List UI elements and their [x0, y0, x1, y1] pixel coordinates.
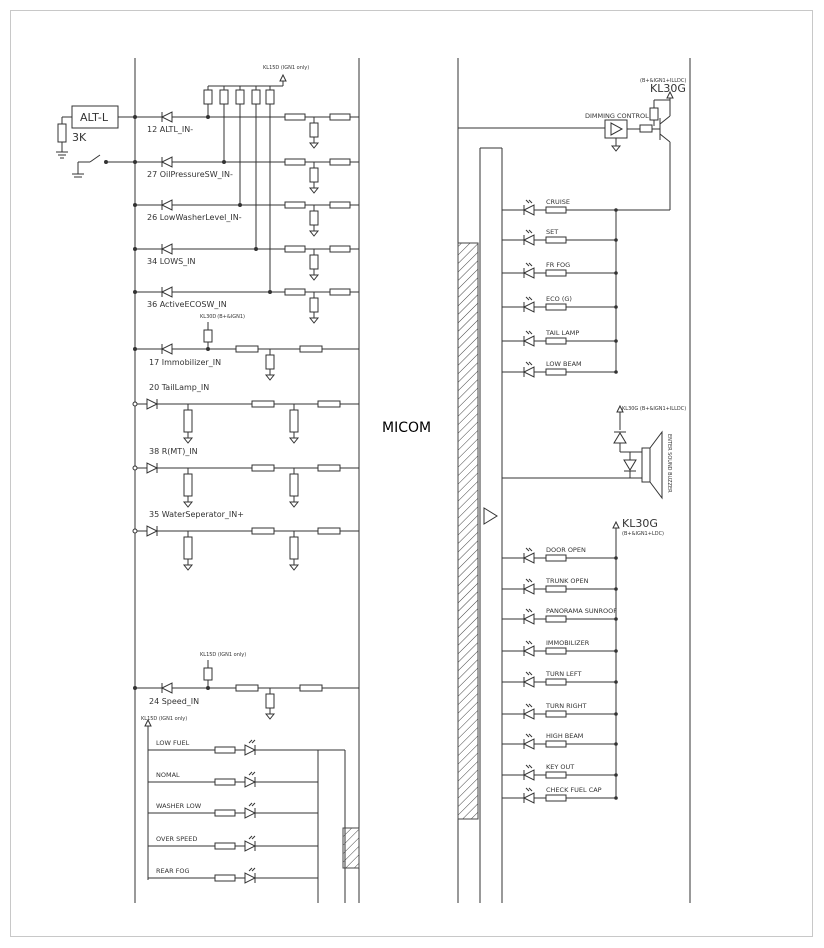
led-label: HIGH BEAM	[546, 732, 583, 740]
input-label-lows: 34 LOWS_IN	[147, 257, 196, 266]
right-bottom-leds: DOOR OPEN TRUNK OPEN PANORAMA SUNROOF IMMOB…	[502, 546, 617, 803]
input-row-oil: 27 OilPressureSW_IN-	[134, 157, 360, 193]
diagram-frame	[10, 10, 813, 937]
alt-l-label: ALT-L	[80, 111, 109, 124]
led-label: WASHER LOW	[156, 802, 202, 810]
led-row: NOMAL	[148, 771, 318, 787]
kl30d-label: KL30D(B+&IGN1)	[200, 314, 245, 320]
led-row: FR FOG	[502, 261, 617, 278]
input-row-immob: 17 Immobilizer_IN	[134, 344, 360, 380]
lower-input-rows: 20 TailLamp_IN 38 R(MT)_IN 35 WaterSeperat…	[133, 383, 359, 570]
resistor-3k-label: 3K	[72, 131, 87, 144]
led-row: TRUNK OPEN	[502, 577, 617, 594]
input-row-eco: 36 ActiveECOSW_IN	[134, 287, 360, 323]
led-row: PANORAMA SUNROOF	[502, 607, 617, 624]
kl30g-top-note: (B+&IGN1+ILLDC)	[640, 78, 686, 84]
kl15d-mid-label: KL15D (IGN1 only)	[200, 652, 246, 658]
led-row: SET	[502, 228, 617, 245]
led-row: CRUISE	[502, 198, 617, 215]
upper-input-rows: 12 ALTL_IN- 27 OilPressureSW_IN- 26 LowWas…	[134, 112, 360, 719]
led-row: LOW FUEL	[148, 739, 318, 755]
buzzer-circuit	[502, 406, 662, 498]
led-label: LOW BEAM	[546, 360, 582, 368]
oil-switch	[72, 155, 135, 177]
led-label: DOOR OPEN	[546, 546, 586, 554]
led-label: TURN RIGHT	[545, 702, 587, 710]
input-row-speed: 24 Speed_IN	[134, 683, 360, 719]
led-row: TAIL LAMP	[502, 329, 617, 346]
input-label-rmt: 38 R(MT)_IN	[149, 447, 198, 456]
kl15d-top-supply	[204, 75, 286, 292]
micom-label: MICOM	[382, 420, 431, 436]
input-label-eco: 36 ActiveECOSW_IN	[147, 300, 227, 309]
led-row: KEY OUT	[502, 763, 617, 780]
led-label: CHECK FUEL CAP	[546, 786, 602, 794]
kl15d-top-label: KL15D (IGN1 only)	[263, 65, 309, 71]
input-label-tail: 20 TailLamp_IN	[149, 383, 209, 392]
led-label: TURN LEFT	[545, 670, 582, 678]
led-row: ECO (G)	[502, 295, 617, 312]
led-row: DOOR OPEN	[502, 546, 617, 563]
led-label: REAR FOG	[156, 867, 190, 875]
led-label: SET	[546, 228, 558, 236]
buzzer-label: ENTER SOUND BUZZER	[666, 434, 672, 493]
immobilizer-row	[204, 322, 212, 349]
kl30g-buzzer-label: KL30G (B+&IGN1+ILLDC)	[622, 406, 686, 412]
led-label: TAIL LAMP	[545, 329, 579, 337]
led-row: IMMOBILIZER	[502, 639, 617, 656]
bottom-left-leds: LOW FUEL NOMAL WASHER LOW OVER SPEED REAR FO…	[148, 739, 318, 883]
led-row: OVER SPEED	[148, 835, 318, 851]
kl30g-lower-label: KL30G	[622, 517, 658, 530]
speed-pullup	[204, 660, 212, 688]
input-label-water: 35 WaterSeperator_IN+	[149, 510, 244, 519]
input-row-tail: 20 TailLamp_IN	[133, 383, 359, 443]
led-row: TURN LEFT	[502, 670, 617, 687]
input-row-water: 35 WaterSeperator_IN+	[133, 510, 359, 570]
right-bus	[458, 148, 502, 903]
input-label-washer: 26 LowWasherLevel_IN-	[147, 213, 242, 222]
alt-l-block	[56, 106, 135, 158]
input-label-speed: 24 Speed_IN	[149, 697, 199, 706]
led-row: REAR FOG	[148, 867, 318, 883]
input-row-lows: 34 LOWS_IN	[134, 244, 360, 280]
input-label-alt: 12 ALTL_IN-	[147, 125, 193, 134]
led-label: TRUNK OPEN	[545, 577, 589, 585]
led-row: CHECK FUEL CAP	[502, 786, 617, 803]
input-row-rmt: 38 R(MT)_IN	[133, 447, 359, 507]
input-label-oil: 27 OilPressureSW_IN-	[147, 170, 233, 179]
led-row: HIGH BEAM	[502, 732, 617, 749]
led-label: FR FOG	[546, 261, 570, 269]
led-row: TURN RIGHT	[502, 702, 617, 719]
led-label: PANORAMA SUNROOF	[546, 607, 617, 615]
left-bus-rails	[135, 58, 690, 903]
led-label: CRUISE	[546, 198, 570, 206]
led-row: LOW BEAM	[502, 360, 617, 377]
kl30g-top-label: KL30G	[650, 82, 686, 95]
input-row-washer: 26 LowWasherLevel_IN-	[134, 200, 360, 236]
led-label: NOMAL	[156, 771, 180, 779]
input-label-immob: 17 Immobilizer_IN	[149, 358, 221, 367]
led-label: LOW FUEL	[156, 739, 190, 747]
led-label: ECO (G)	[546, 295, 572, 303]
kl15d-bottom-label: KL15D (IGN1 only)	[141, 716, 187, 722]
right-top-leds: CRUISE SET FR FOG ECO (G) TAIL LAMP LOW BEAM	[502, 198, 617, 377]
led-label: IMMOBILIZER	[546, 639, 590, 647]
led-label: OVER SPEED	[156, 835, 197, 843]
led-row: WASHER LOW	[148, 802, 318, 818]
dimming-control	[458, 92, 673, 210]
kl30g-lower-supply	[613, 522, 619, 798]
led-label: KEY OUT	[546, 763, 574, 771]
dimming-control-label: DIMMING CONTROL	[585, 112, 649, 120]
input-row-alt: 12 ALTL_IN-	[134, 112, 360, 148]
kl30g-lower-note: (B+&IGN1+LDC)	[622, 531, 664, 537]
